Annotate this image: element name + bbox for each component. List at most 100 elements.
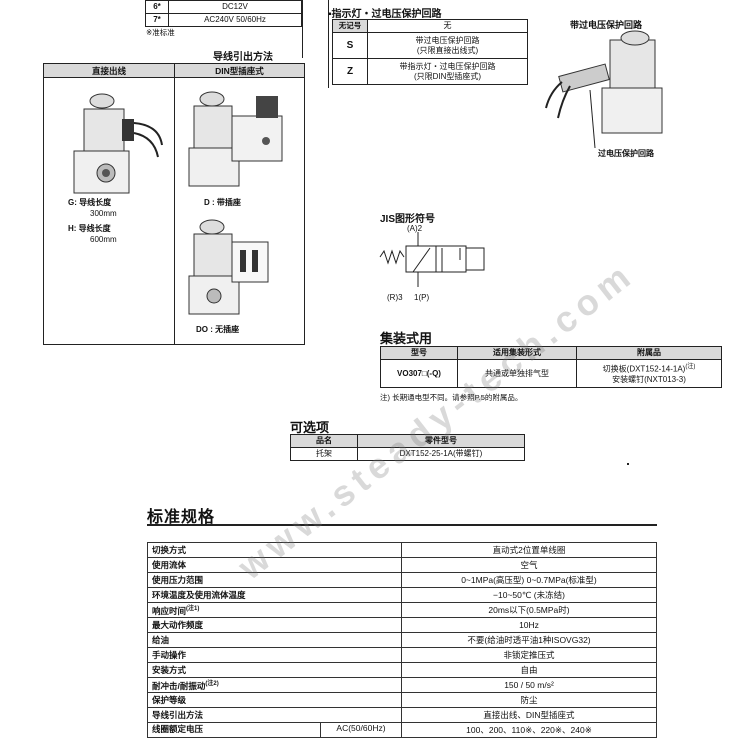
g-code: G: [68, 198, 75, 207]
dot: [627, 463, 629, 465]
spec-row-value: 直动式2位置单线圈: [401, 542, 657, 558]
spec-row-sub: AC(50/60Hz): [320, 723, 401, 737]
valve-direct-wire-image: [73, 93, 163, 194]
indicator-s-desc: 带过电压保护回路: [415, 35, 480, 45]
spec-row: 安装方式 自由: [147, 662, 657, 678]
spec-row: 给油 不要(给油时透平油1种ISOVG32): [147, 632, 657, 648]
manifold-table: 型号 适用集装形式 附属品 VO307□(-Q) 共通或单独排气型 切换板(DX…: [380, 346, 722, 388]
manifold-header-type: 适用集装形式: [457, 346, 577, 360]
spec-row-key: 手动操作: [152, 650, 187, 660]
spec-row-value: 100、200、110※、220※、240※: [401, 722, 657, 738]
spec-row-key: 耐冲击/耐振动: [152, 680, 206, 691]
connector-line: [302, 0, 303, 58]
spec-row-key: 给油: [152, 635, 170, 645]
spec-row: 环境温度及使用流体温度 −10~50℃ (未冻结): [147, 587, 657, 603]
indicator-table: 无记号 无 S 带过电压保护回路 (只限直接出线式) Z 带指示灯・过电压保护回…: [332, 19, 528, 85]
spec-row-value: 非锁定推压式: [401, 647, 657, 663]
spec-row-key: 使用流体: [152, 560, 187, 570]
connector-line: [328, 0, 329, 88]
do-label: DO : 无插座: [196, 325, 240, 334]
spec-row: 导线引出方法 直接出线、DIN型插座式: [147, 707, 657, 723]
manifold-accessory-note-mark: (注): [685, 364, 696, 371]
g-label: : 导线长度: [74, 198, 112, 207]
voltage-mark-7: 7*: [145, 13, 169, 27]
spec-row-key: 响应时间: [152, 605, 187, 616]
spec-row-value: 防尘: [401, 692, 657, 708]
h-length: 600mm: [90, 235, 117, 244]
spec-row-note-mark: (注1): [186, 606, 200, 613]
wiring-title: 导线引出方法: [213, 52, 273, 63]
spec-row-note-mark: (注2): [205, 681, 219, 688]
h-code: H: [68, 224, 74, 233]
spec-title-rule: [147, 524, 657, 526]
h-label: : 导线长度: [73, 224, 111, 233]
valve-din-socket-image: [188, 91, 283, 187]
spec-row-value: 0~1MPa(高压型) 0~0.7MPa(标准型): [401, 572, 657, 588]
surge-photo-title: 带过电压保护回路: [570, 20, 643, 30]
spec-row-key: 最大动作频度: [152, 620, 204, 630]
voltage-value-7: AC240V 50/60Hz: [168, 13, 302, 27]
valve-no-socket-image: [188, 219, 269, 315]
spec-row-value: 自由: [401, 662, 657, 678]
spec-row: 使用流体 空气: [147, 557, 657, 573]
spec-row-key: 切换方式: [152, 545, 187, 555]
spec-row-key: 使用压力范围: [152, 575, 204, 585]
spec-row-value: 20ms以下(0.5MPa时): [401, 602, 657, 618]
options-title: 可选项: [290, 420, 330, 435]
indicator-s-desc-note: (只限直接出线式): [416, 45, 479, 55]
spec-row-key: 导线引出方法: [152, 710, 204, 720]
spec-row-key: 保护等级: [152, 695, 187, 705]
spec-row: 响应时间(注1) 20ms以下(0.5MPa时): [147, 602, 657, 618]
voltage-mark-6: 6*: [145, 0, 169, 14]
spec-row: 保护等级 防尘: [147, 692, 657, 708]
spec-row-value: 空气: [401, 557, 657, 573]
jis-valve-symbol: [379, 232, 485, 287]
spec-row-value: −10~50℃ (未冻结): [401, 587, 657, 603]
spec-row-key: 线圈额定电压: [152, 724, 204, 734]
spec-row: 使用压力范围 0~1MPa(高压型) 0~0.7MPa(标准型): [147, 572, 657, 588]
spec-row: 切换方式 直动式2位置单线圈: [147, 542, 657, 558]
indicator-header-none: 无: [367, 19, 528, 33]
indicator-mark-s: S: [332, 32, 368, 59]
spec-title: 标准规格: [147, 509, 216, 526]
jis-port-a: (A)2: [407, 224, 423, 233]
options-item-name: 托架: [290, 447, 358, 461]
surge-valve-image: [545, 30, 663, 149]
spec-row: 耐冲击/耐振动(注2) 150 / 50 m/s²: [147, 677, 657, 693]
manifold-accessory-2: 安装螺钉(NXT013-3): [612, 374, 686, 384]
manifold-note: 注) 长期通电型不同。请参照P.5的附属品。: [380, 393, 523, 402]
spec-row-value: 直接出线、DIN型插座式: [401, 707, 657, 723]
indicator-z-desc: 带指示灯・过电压保护回路: [399, 61, 496, 71]
spec-row: 手动操作 非锁定推压式: [147, 647, 657, 663]
wiring-col-direct: 直接出线: [91, 66, 126, 76]
manifold-model: VO307□(-Q): [380, 359, 458, 388]
spec-row: 最大动作频度 10Hz: [147, 617, 657, 633]
spec-row-key: 安装方式: [152, 665, 187, 675]
indicator-z-desc-note: (只限DIN型插座式): [413, 71, 482, 81]
wiring-panel: 直接出线 DIN型插座式 G: 导线长度 300mm H: 导线长度 600mm…: [43, 63, 305, 345]
indicator-title: ▪指示灯・过电压保护回路: [328, 9, 442, 20]
options-header-name: 品名: [290, 434, 358, 448]
bullet-icon: ▪: [328, 9, 332, 20]
wiring-col-din: DIN型插座式: [215, 66, 264, 76]
g-length: 300mm: [90, 209, 117, 218]
options-item-part: DXT152-25-1A(带螺钉): [357, 447, 525, 461]
spec-row-value: 10Hz: [401, 617, 657, 633]
jis-title: JIS图形符号: [380, 214, 436, 225]
spec-row-key: 环境温度及使用流体温度: [152, 590, 246, 600]
voltage-note: ※准标准: [146, 28, 175, 37]
d-label: D : 带插座: [204, 198, 241, 207]
manifold-header-accessory: 附属品: [576, 346, 722, 360]
spec-row-value: 不要(给油时透平油1种ISOVG32): [401, 632, 657, 648]
manifold-accessory-1: 切换板(DXT152-14-1A): [602, 364, 686, 374]
manifold-header-model: 型号: [380, 346, 458, 360]
options-table: 品名 零件型号 托架 DXT152-25-1A(带螺钉): [290, 434, 525, 461]
spec-row-value: 150 / 50 m/s²: [401, 677, 657, 693]
manifold-title: 集装式用: [380, 331, 433, 346]
jis-port-p: 1(P): [414, 293, 430, 302]
voltage-table: 6* DC12V 7* AC240V 50/60Hz: [145, 0, 302, 27]
options-header-part: 零件型号: [357, 434, 525, 448]
surge-photo-caption: 过电压保护回路: [598, 149, 654, 158]
indicator-header-mark: 无记号: [332, 19, 368, 33]
jis-port-r: (R)3: [387, 293, 403, 302]
